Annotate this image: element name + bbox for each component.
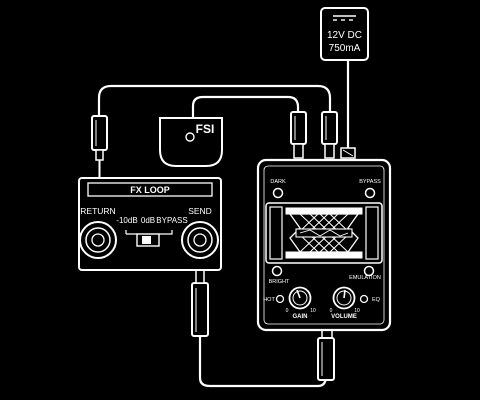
volume-label: VOLUME bbox=[331, 314, 357, 320]
fx-level-option: -10dB bbox=[116, 216, 137, 225]
plug-fx-return bbox=[91, 115, 108, 190]
plug-footswitch-in bbox=[290, 111, 307, 159]
fx-loop-title: FX LOOP bbox=[130, 185, 170, 195]
footswitch-label: FSI bbox=[196, 122, 215, 136]
gain-min-label: 0 bbox=[286, 308, 289, 314]
fx-level-option: BYPASS bbox=[156, 216, 187, 225]
fx-return-label: RETURN bbox=[80, 206, 115, 216]
cable-fx-return bbox=[97, 84, 332, 118]
volume-min-label: 0 bbox=[330, 308, 333, 314]
cable-fx-send bbox=[198, 334, 328, 388]
volume-max-label: 10 bbox=[354, 308, 360, 314]
power-voltage-label: 12V DC bbox=[327, 30, 362, 41]
hot-label: HOT bbox=[263, 297, 275, 303]
gain-max-label: 10 bbox=[310, 308, 316, 314]
power-current-label: 750mA bbox=[329, 43, 361, 54]
level-toggle-switch[interactable] bbox=[136, 233, 160, 247]
bright-switch[interactable]: BRIGHT bbox=[269, 265, 290, 286]
plug-power-in bbox=[340, 147, 356, 159]
plug-output bbox=[317, 327, 335, 381]
dark-switch[interactable]: DARK bbox=[270, 179, 286, 199]
bypass-label: BYPASS bbox=[359, 179, 381, 185]
footswitch-button-icon bbox=[185, 132, 195, 142]
bypass-switch[interactable]: BYPASS bbox=[359, 179, 381, 199]
hot-switch[interactable]: HOT bbox=[263, 294, 285, 304]
level-switch-bracket bbox=[125, 230, 173, 235]
emulation-label: EMULATION bbox=[349, 275, 381, 281]
fx-send-label: SEND bbox=[188, 206, 212, 216]
eq-label: EQ bbox=[372, 297, 381, 303]
bright-label: BRIGHT bbox=[269, 279, 290, 285]
eq-switch[interactable]: EQ bbox=[359, 294, 381, 304]
power-supply: 12V DC 750mA bbox=[320, 7, 369, 61]
gain-label: GAIN bbox=[293, 314, 308, 320]
tube-window bbox=[265, 202, 383, 264]
fx-level-option: 0dB bbox=[141, 216, 155, 225]
cable-footswitch bbox=[191, 95, 300, 120]
vacuum-tube-icon bbox=[285, 207, 363, 259]
gain-knob[interactable]: 0 10 GAIN bbox=[286, 286, 316, 321]
fx-loop-box: FX LOOP RETURN SEND -10dB 0dB BYPASS bbox=[78, 177, 222, 271]
volume-knob[interactable]: 0 10 VOLUME bbox=[330, 286, 360, 321]
footswitch: FSI bbox=[159, 117, 223, 167]
main-unit: DARK BYPASS BRIGHT bbox=[256, 158, 392, 332]
emulation-switch[interactable]: EMULATION bbox=[349, 265, 381, 282]
plug-return-in bbox=[321, 111, 338, 159]
dc-symbol-icon bbox=[333, 15, 356, 21]
dark-label: DARK bbox=[270, 179, 286, 185]
fx-send-jack[interactable] bbox=[181, 221, 219, 259]
fx-return-jack[interactable] bbox=[79, 221, 117, 259]
